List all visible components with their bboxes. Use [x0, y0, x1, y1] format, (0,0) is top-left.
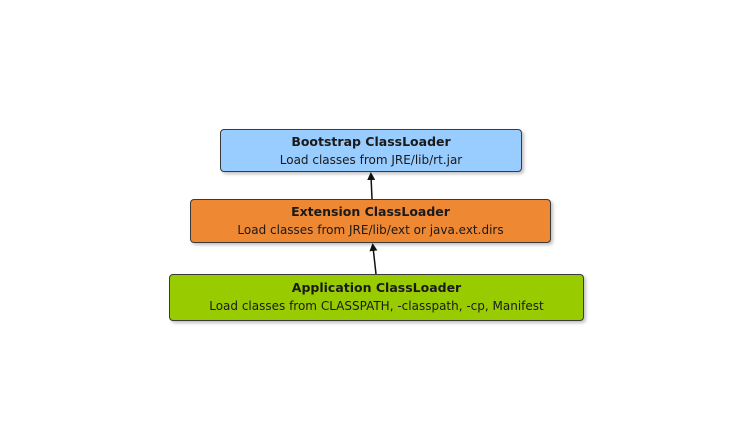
extension-classloader-node: Extension ClassLoader Load classes from …: [190, 199, 551, 243]
bootstrap-classloader-title: Bootstrap ClassLoader: [291, 134, 451, 149]
application-classloader-title: Application ClassLoader: [291, 280, 462, 295]
application-classloader-node: Application ClassLoader Load classes fro…: [169, 274, 584, 321]
bootstrap-classloader-node: Bootstrap ClassLoader Load classes from …: [220, 129, 522, 172]
extension-classloader-title: Extension ClassLoader: [291, 204, 450, 219]
edge-application-to-extension: [369, 243, 378, 275]
edge-extension-to-bootstrap: [367, 172, 376, 200]
bootstrap-classloader-description: Load classes from JRE/lib/rt.jar: [279, 153, 463, 167]
extension-classloader-description: Load classes from JRE/lib/ext or java.ex…: [237, 223, 504, 237]
application-classloader-description: Load classes from CLASSPATH, -classpath,…: [209, 299, 544, 313]
